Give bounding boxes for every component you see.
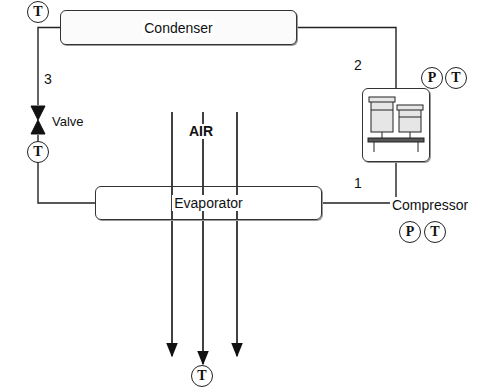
- rod: [382, 132, 383, 138]
- heat-exchanger-box: Evaporator: [95, 186, 322, 220]
- state-number: 3: [42, 72, 54, 87]
- component-name: Evaporator: [172, 195, 244, 211]
- sensor-letter: T: [33, 145, 42, 159]
- sensor-letter: T: [33, 5, 42, 19]
- heat-exchanger-box: Condenser: [60, 10, 297, 45]
- cylinder: [399, 108, 421, 132]
- connector-layer: [38, 28, 396, 204]
- cylinder-head: [397, 105, 423, 110]
- compressor-symbol: [368, 97, 424, 152]
- sensor-circle: T: [191, 365, 213, 387]
- sensor-circle: T: [424, 221, 446, 243]
- sensor-circle: T: [27, 1, 49, 23]
- air-arrow: [171, 112, 173, 356]
- air-arrow: [202, 112, 204, 364]
- state-number: 1: [352, 176, 364, 191]
- cylinder-head: [369, 97, 395, 102]
- cylinder: [371, 100, 393, 132]
- compressor-box: Compressor: [362, 88, 430, 162]
- refrigerant-line: [322, 162, 396, 203]
- sensor-letter: T: [430, 225, 439, 239]
- expansion-valve: Valve: [30, 105, 46, 135]
- leg: [374, 142, 375, 152]
- sensor-circle: P: [421, 67, 443, 89]
- air-flow-arrows: [172, 112, 237, 364]
- cylinder-line: [399, 117, 421, 118]
- sensor-letter: P: [428, 71, 437, 85]
- sensor-circle: T: [27, 141, 49, 163]
- flow-label: AIR: [187, 124, 215, 139]
- valve-symbol: [30, 105, 46, 135]
- component-name: Condenser: [142, 20, 215, 36]
- sensor-letter: T: [197, 369, 206, 383]
- refrigerant-line: [297, 28, 396, 89]
- air-arrow: [236, 112, 238, 356]
- leg: [418, 142, 419, 152]
- sensor-letter: T: [451, 71, 460, 85]
- sensor-circle: P: [399, 221, 421, 243]
- rod: [410, 132, 411, 138]
- sensor-circle: T: [445, 67, 467, 89]
- valve-triangles: [31, 106, 45, 134]
- component-name: Valve: [52, 114, 84, 129]
- base-plate: [368, 138, 424, 142]
- state-number: 2: [352, 58, 364, 73]
- refrigerant-line: [38, 28, 60, 106]
- cylinder-line: [371, 110, 393, 111]
- sensor-letter: P: [406, 225, 415, 239]
- component-name: Compressor: [390, 197, 470, 213]
